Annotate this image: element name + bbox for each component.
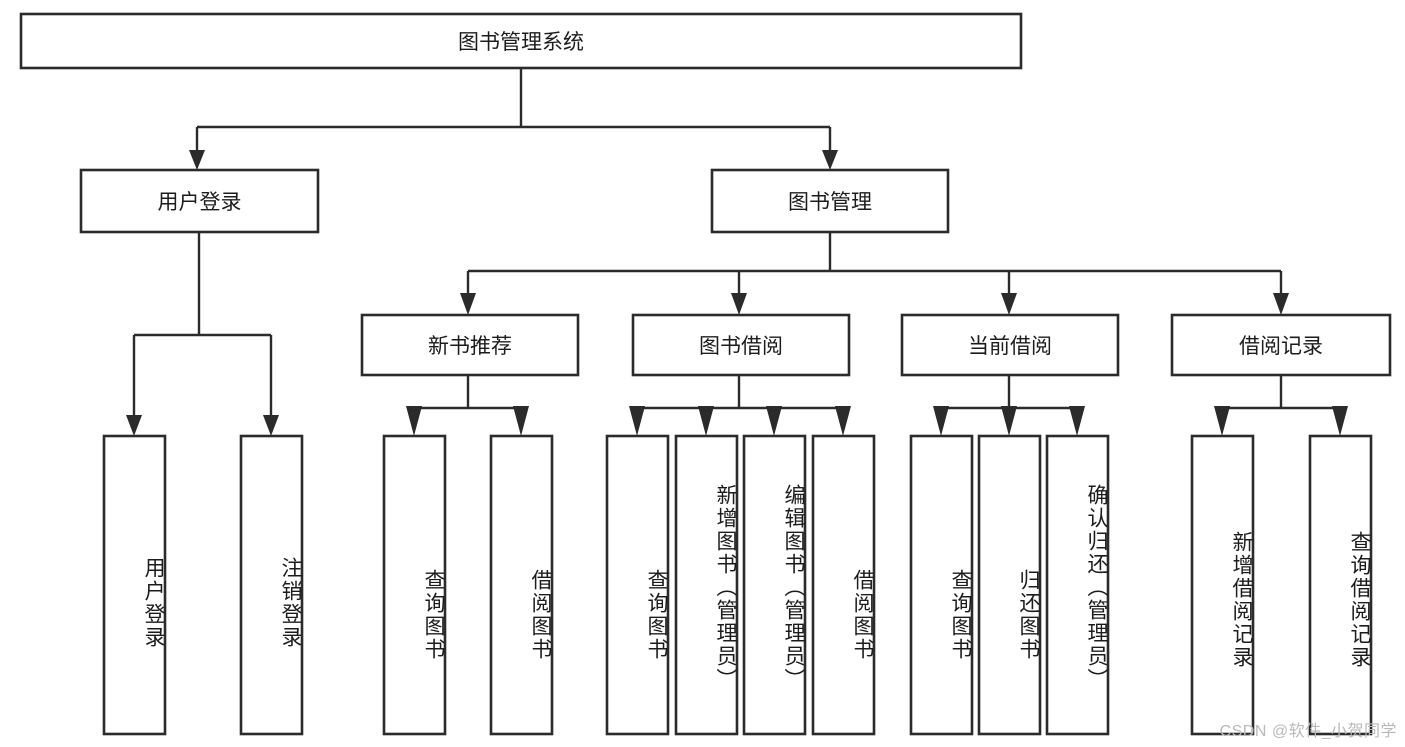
arrow-userlogin-leaf2 [263, 415, 279, 436]
arrow-to-borrowrecord [1273, 293, 1289, 315]
arrow-bookborrow-leaf1 [629, 406, 645, 436]
node-box-layer [19, 12, 1392, 736]
node-box-leaf-current-borrow-2[interactable] [1045, 434, 1110, 736]
node-box-leaf-borrow-record-1[interactable] [1308, 434, 1373, 736]
node-box-leaf-book-borrow-2[interactable] [742, 434, 807, 736]
arrow-userlogin-leaf1 [126, 415, 142, 436]
arrow-borrowrecord-leaf1 [1214, 406, 1230, 436]
arrow-bookborrow-leaf2 [698, 406, 714, 436]
arrow-to-user-login [189, 150, 205, 170]
node-box-root[interactable] [19, 12, 1023, 70]
arrow-newbook-leaf1 [406, 406, 422, 436]
node-box-book-borrow[interactable] [631, 313, 851, 377]
arrow-to-currentborrow [1001, 293, 1017, 315]
arrow-to-newbook [460, 293, 476, 315]
node-box-leaf-user-login-0[interactable] [102, 434, 167, 736]
arrow-borrowrecord-leaf2 [1332, 406, 1348, 436]
arrow-to-bookborrow [731, 293, 747, 315]
arrow-currentborrow-leaf3 [1069, 406, 1085, 436]
node-box-borrow-record[interactable] [1170, 313, 1392, 377]
arrow-currentborrow-leaf1 [933, 406, 949, 436]
node-box-leaf-new-book-1[interactable] [489, 434, 554, 736]
arrow-bookborrow-leaf4 [835, 406, 851, 436]
node-box-leaf-current-borrow-1[interactable] [977, 434, 1042, 736]
node-box-leaf-user-login-1[interactable] [239, 434, 304, 736]
node-box-book-manage[interactable] [710, 168, 950, 234]
watermark-text: CSDN @软件_小贺同学 [1219, 723, 1397, 740]
arrow-bookborrow-leaf3 [766, 406, 782, 436]
node-box-user-login[interactable] [79, 168, 320, 234]
connector-layer [126, 68, 1348, 436]
arrow-to-book-manage [822, 150, 838, 170]
node-box-leaf-borrow-record-0[interactable] [1190, 434, 1255, 736]
node-box-leaf-book-borrow-3[interactable] [811, 434, 876, 736]
node-box-leaf-book-borrow-1[interactable] [674, 434, 739, 736]
node-box-leaf-book-borrow-0[interactable] [605, 434, 670, 736]
node-box-current-borrow[interactable] [900, 313, 1120, 377]
arrow-newbook-leaf2 [513, 406, 529, 436]
arrow-currentborrow-leaf2 [1001, 406, 1017, 436]
node-box-leaf-new-book-0[interactable] [382, 434, 447, 736]
node-box-new-book-recommend[interactable] [360, 313, 580, 377]
node-box-leaf-current-borrow-0[interactable] [909, 434, 974, 736]
